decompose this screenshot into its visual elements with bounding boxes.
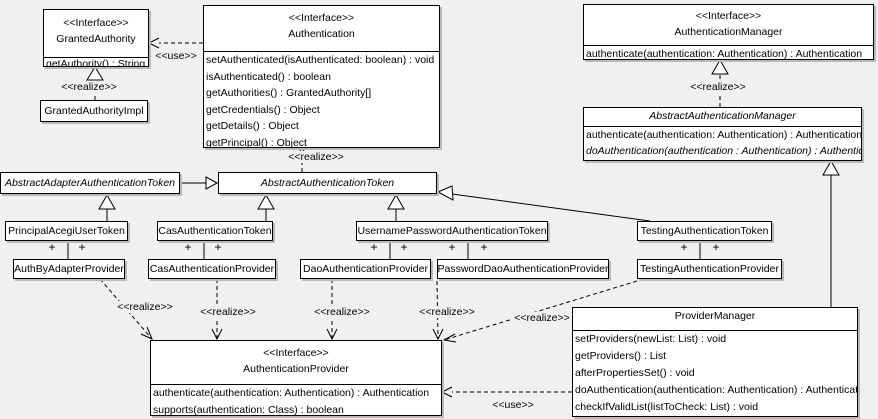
association-plus: + — [78, 240, 86, 254]
class-box-username-password-authentication-token: UsernamePasswordAuthenticationToken — [356, 221, 548, 241]
method-row: getCredentials() : Object — [206, 103, 320, 116]
realize-label: <<realize>> — [512, 312, 572, 324]
class-name: ProviderManager — [674, 310, 756, 322]
method-row: getAuthorities() : GrantedAuthority[] — [206, 87, 372, 99]
class-box-abstract-authentication-manager: AbstractAuthenticationManager authentica… — [583, 107, 862, 161]
realize-label: <<realize>> — [115, 301, 175, 313]
generalization-principaltoken-to-adaptertoken — [98, 193, 116, 221]
class-box-authentication-provider: <<Interface>> AuthenticationProvider aut… — [150, 340, 442, 416]
method-row: getAuthority() : String — [46, 58, 146, 67]
realize-label: <<realize>> — [688, 81, 748, 93]
class-box-testing-authentication-provider: TestingAuthenticationProvider — [637, 259, 782, 279]
class-box-abstract-authentication-token: AbstractAuthenticationToken — [218, 172, 437, 194]
realize-label: <<realize>> — [286, 151, 346, 163]
class-box-abstract-adapter-authentication-token: AbstractAdapterAuthenticationToken — [0, 172, 180, 194]
association-plus: + — [680, 240, 688, 254]
association-plus: + — [370, 240, 378, 254]
method-row: authenticate(authentication: Authenticat… — [153, 387, 430, 399]
class-name: PasswordDaoAuthenticationProvider — [437, 263, 609, 275]
class-name: CasAuthenticationToken — [158, 225, 272, 237]
class-box-auth-by-adapter-provider: AuthByAdapterProvider — [13, 259, 125, 279]
association-plus: + — [48, 240, 56, 254]
realize-label: <<realize>> — [59, 81, 119, 93]
association-plus: + — [448, 240, 456, 254]
class-box-password-dao-authentication-provider: PasswordDaoAuthenticationProvider — [437, 259, 609, 279]
class-box-principal-acegi-user-token: PrincipalAcegiUserToken — [5, 221, 128, 241]
realize-label: <<realize>> — [417, 306, 477, 318]
generalization-adaptertoken-to-abstracttoken — [180, 176, 219, 190]
association-plus: + — [712, 240, 720, 254]
class-box-authentication-manager: <<Interface>> AuthenticationManager auth… — [583, 4, 874, 60]
method-row-abstract: doAuthentication(authentication : Authen… — [586, 145, 861, 157]
method-row: setAuthenticated(isAuthenticated: boolea… — [206, 54, 435, 66]
class-name: PrincipalAcegiUserToken — [8, 225, 125, 237]
association-plus: + — [400, 240, 408, 254]
method-row: getDetails() : Object — [206, 120, 299, 132]
class-name: TestingAuthenticationProvider — [640, 263, 779, 275]
use-label: <<use>> — [153, 50, 199, 62]
generalization-usernametoken-to-abstracttoken — [387, 193, 405, 221]
class-name: DaoAuthenticationProvider — [303, 263, 428, 275]
method-row: authenticate(authentication: Authenticat… — [586, 48, 863, 60]
generalization-testingtoken-to-abstracttoken — [436, 185, 651, 222]
class-name: AbstractAuthenticationManager — [649, 110, 796, 122]
realize-label: <<realize>> — [312, 306, 372, 318]
class-box-dao-authentication-provider: DaoAuthenticationProvider — [300, 259, 431, 279]
generalization-providermanager-to-abstractmanager — [822, 159, 840, 307]
class-name: UsernamePasswordAuthenticationToken — [357, 225, 547, 237]
class-box-cas-authentication-token: CasAuthenticationToken — [157, 221, 273, 241]
method-row: getPrincipal() : Object — [206, 136, 307, 148]
class-name: AbstractAdapterAuthenticationToken — [4, 177, 176, 189]
class-name: GrantedAuthorityImpl — [44, 105, 144, 117]
class-name: AuthenticationProvider — [243, 363, 349, 375]
method-row: setProviders(newList: List) : void — [575, 333, 727, 345]
stereotype-label: <<Interface>> — [695, 10, 762, 22]
use-dependency-authentication-to-grantedauthority — [147, 37, 203, 49]
class-name: AbstractAuthenticationToken — [260, 177, 395, 189]
realize-label: <<realize>> — [198, 306, 258, 318]
class-box-granted-authority-impl: GrantedAuthorityImpl — [40, 100, 148, 122]
use-label: <<use>> — [490, 399, 536, 411]
class-box-granted-authority: <<Interface>> GrantedAuthority getAuthor… — [43, 9, 149, 67]
class-name: TestingAuthenticationToken — [640, 225, 769, 237]
class-name: AuthByAdapterProvider — [14, 263, 124, 275]
method-row: afterPropertiesSet() : void — [575, 367, 695, 379]
method-row: supports(authentication: Class) : boolea… — [153, 404, 344, 416]
method-row: doAuthentication(authentication: Authent… — [575, 384, 857, 396]
class-name: Authentication — [288, 28, 355, 40]
use-dependency-providermanager-to-authenticationprovider — [440, 386, 572, 398]
method-row: checkIfValidList(listToCheck: List) : vo… — [575, 401, 759, 413]
generalization-castoken-to-abstracttoken — [257, 193, 275, 221]
association-plus: + — [214, 240, 222, 254]
class-box-cas-authentication-provider: CasAuthenticationProvider — [148, 259, 276, 279]
class-name: CasAuthenticationProvider — [149, 263, 275, 275]
class-box-provider-manager: ProviderManager setProviders(newList: Li… — [572, 307, 858, 417]
realize-testingprovider-to-authenticationprovider — [442, 280, 638, 343]
class-name: AuthenticationManager — [674, 26, 783, 38]
realize-authbyadapterprovider-to-authenticationprovider — [99, 278, 153, 340]
class-box-authentication: <<Interface>> Authentication setAuthenti… — [203, 5, 440, 148]
method-row: isAuthenticated() : boolean — [206, 70, 331, 83]
association-plus: + — [184, 240, 192, 254]
class-name: GrantedAuthority — [56, 33, 136, 45]
class-box-testing-authentication-token: TestingAuthenticationToken — [637, 221, 772, 241]
stereotype-label: <<Interface>> — [263, 347, 329, 359]
method-row: getProviders() : List — [575, 350, 667, 362]
stereotype-label: <<Interface>> — [288, 12, 355, 24]
method-row: authenticate(authentication: Authenticat… — [586, 129, 861, 141]
stereotype-label: <<Interface>> — [63, 17, 129, 29]
association-plus: + — [480, 240, 488, 254]
